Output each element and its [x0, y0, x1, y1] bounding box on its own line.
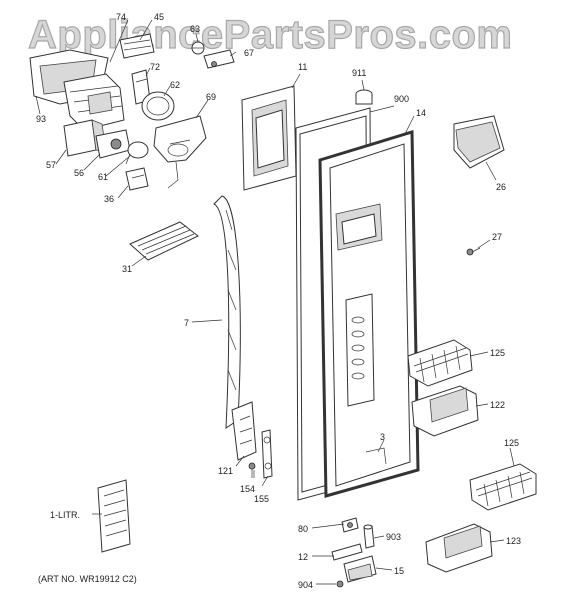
handle-cap-part-121[interactable]	[231, 401, 257, 461]
screw-part-154[interactable]	[248, 462, 256, 478]
bracket-part-45[interactable]	[119, 33, 155, 59]
callout-56: 56	[74, 168, 84, 178]
callout-900: 900	[394, 94, 409, 104]
callout-125-upper: 125	[490, 348, 505, 358]
callout-123: 123	[506, 536, 521, 546]
shelf-cover-part-26[interactable]	[453, 115, 505, 169]
callout-911: 911	[352, 68, 366, 78]
leader-lines	[35, 19, 515, 585]
housing-part-15[interactable]	[343, 555, 377, 583]
bin-part-123[interactable]	[425, 523, 493, 573]
art-number: (ART NO. WR19912 C2)	[38, 574, 137, 584]
bracket-part-67[interactable]	[203, 49, 235, 69]
callout-1-litr: 1-LITR.	[50, 510, 80, 520]
door-liner	[335, 203, 387, 465]
callout-122: 122	[490, 400, 505, 410]
dispenser-bezel-part-11[interactable]	[241, 85, 297, 191]
callout-11: 11	[298, 62, 307, 72]
gasket-ring-part-62[interactable]	[141, 91, 175, 121]
auger-motor-part-93[interactable]	[63, 73, 125, 131]
callout-7: 7	[184, 318, 189, 328]
callout-125-lower: 125	[504, 438, 519, 448]
callout-61: 61	[98, 172, 108, 182]
callout-15: 15	[394, 566, 404, 576]
watermark-text: AppliancePartsPros.com	[28, 13, 513, 57]
callout-36: 36	[104, 194, 114, 204]
cover-part-56[interactable]	[95, 129, 131, 159]
literature-booklet[interactable]	[97, 479, 131, 553]
callout-45: 45	[154, 12, 164, 22]
callout-69: 69	[206, 92, 216, 102]
callout-904: 904	[298, 580, 313, 590]
callout-labels: 74 45 63 67 72 62 69 93 57 56 61 36 11 9…	[36, 12, 521, 590]
callout-121: 121	[218, 466, 233, 476]
callout-14: 14	[416, 108, 426, 118]
callout-903: 903	[386, 532, 401, 542]
callout-154: 154	[240, 484, 255, 494]
callout-74: 74	[116, 12, 126, 22]
valve-part-80[interactable]	[341, 517, 359, 533]
callout-31: 31	[122, 264, 132, 274]
switch-part-36[interactable]	[125, 167, 149, 191]
bin-part-125-lower[interactable]	[469, 463, 537, 511]
bin-part-122[interactable]	[411, 385, 479, 437]
screw-part-904[interactable]	[336, 580, 344, 588]
callout-12: 12	[298, 552, 308, 562]
tube-part-903[interactable]	[363, 524, 375, 549]
callout-26: 26	[496, 182, 506, 192]
bin-part-125-upper[interactable]	[407, 339, 473, 387]
callout-67: 67	[244, 48, 254, 58]
callout-155: 155	[254, 494, 269, 504]
bracket-part-12[interactable]	[331, 543, 363, 561]
handle-part-7[interactable]	[213, 195, 241, 429]
callout-93: 93	[36, 114, 46, 124]
clip-part-155[interactable]	[261, 429, 273, 479]
callout-63: 63	[190, 24, 200, 34]
callout-57: 57	[46, 160, 56, 170]
screw-part-27[interactable]	[466, 247, 481, 256]
callout-72: 72	[150, 62, 160, 72]
callout-27: 27	[492, 232, 502, 242]
trim-part-31[interactable]	[129, 221, 199, 261]
callout-3: 3	[380, 432, 385, 442]
switch-part-63[interactable]	[191, 41, 205, 55]
callout-80: 80	[298, 524, 308, 534]
actuator-part-72[interactable]	[131, 69, 151, 105]
callout-62: 62	[170, 80, 180, 90]
cap-part-911[interactable]	[355, 89, 373, 105]
motor-part-61[interactable]	[125, 141, 149, 165]
funnel-part-69[interactable]	[153, 115, 207, 189]
